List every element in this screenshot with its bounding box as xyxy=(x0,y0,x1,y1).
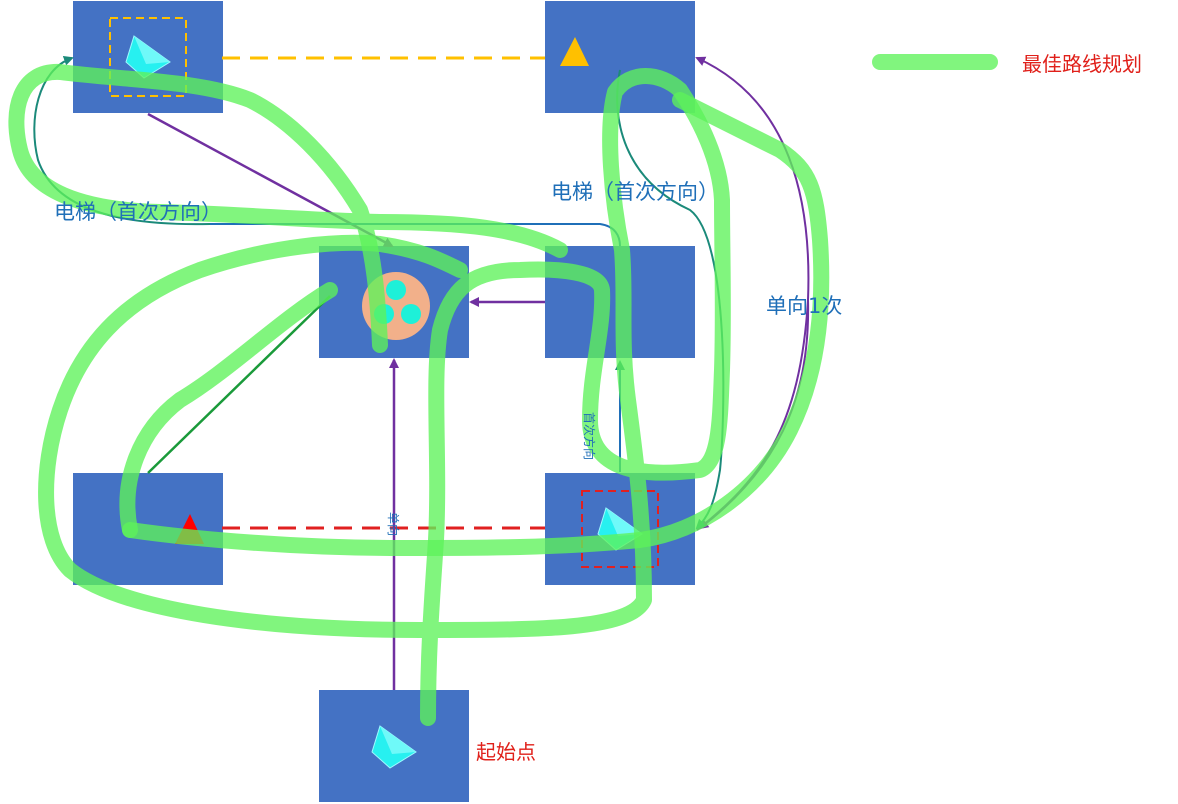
crystal-icon-start xyxy=(371,725,417,769)
elevator-left-arrow xyxy=(33,55,211,226)
legend-label: 最佳路线规划 xyxy=(1022,52,1142,76)
one-way-once-label: 单向1次 xyxy=(766,294,843,318)
best-route-highlight xyxy=(8,54,998,726)
one-way-label: 单向 xyxy=(386,512,400,537)
triangle-icon-yellow xyxy=(560,37,589,66)
elevator-right-label: 电梯（首次方向） xyxy=(551,180,719,204)
red-dashed-frame xyxy=(581,490,659,568)
start-point-label: 起始点 xyxy=(476,740,536,764)
elevator-left-label: 电梯（首次方向） xyxy=(54,200,222,224)
first-direction-label: 首次方向 xyxy=(582,412,596,461)
green-diagonal-link xyxy=(147,295,331,474)
